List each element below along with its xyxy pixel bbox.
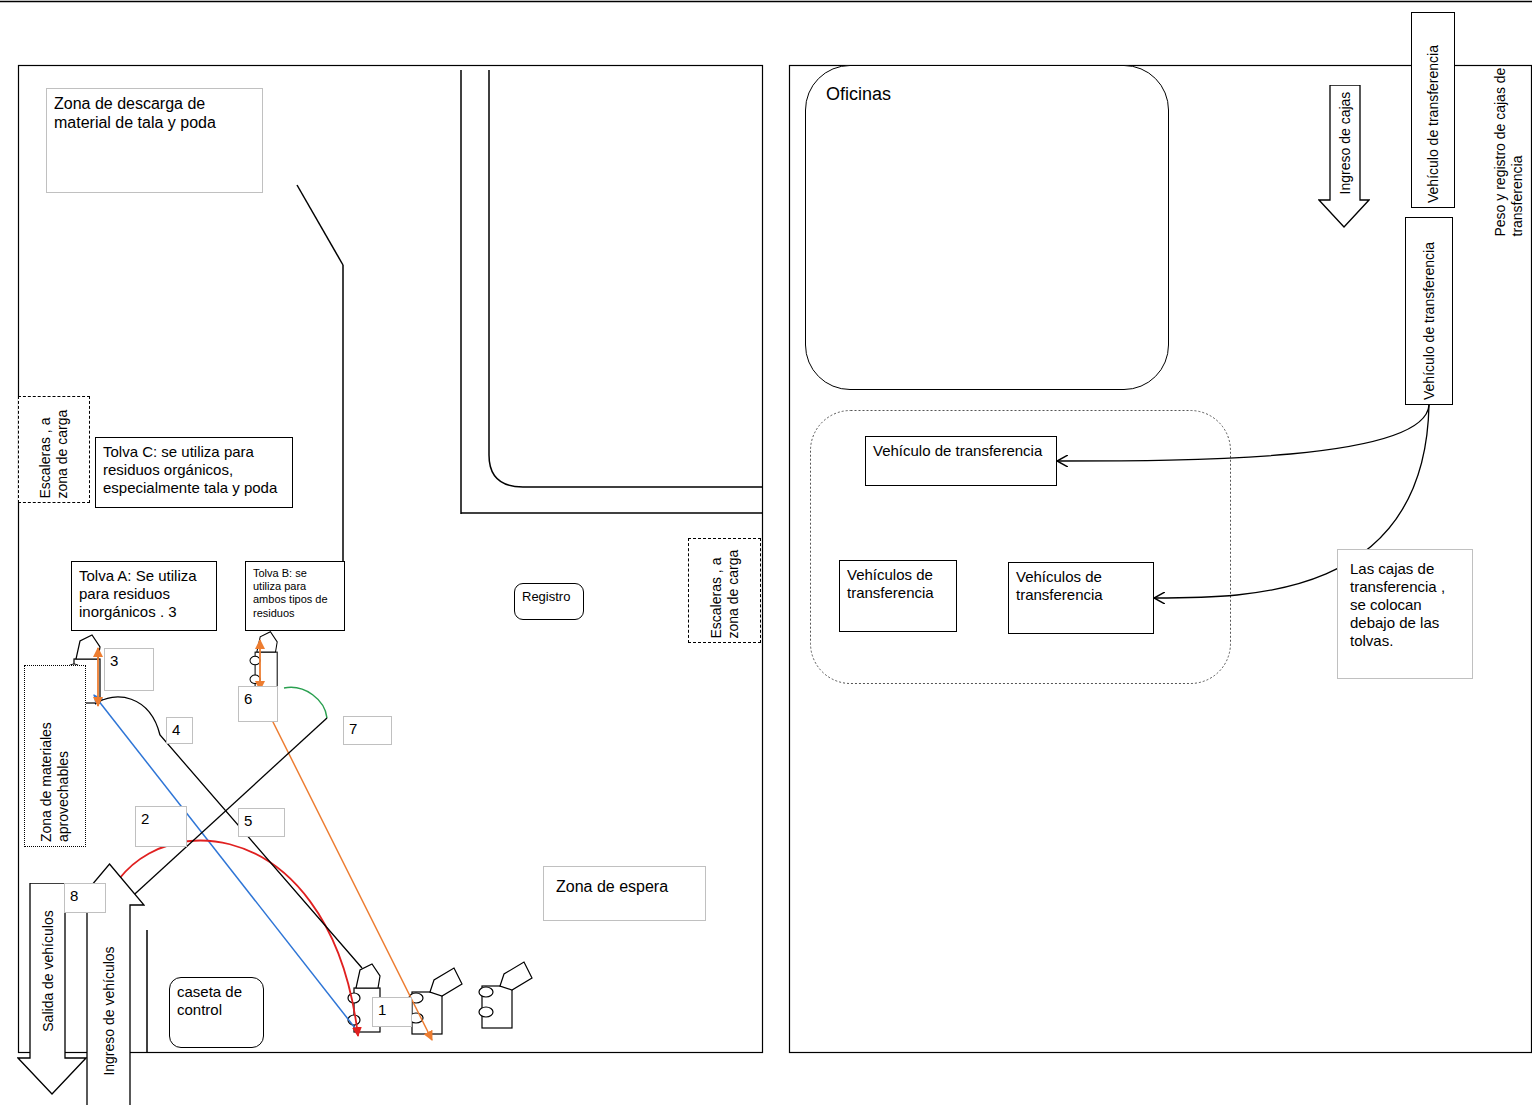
office-block: Oficinas: [805, 65, 1169, 390]
control-booth: caseta de control: [169, 977, 264, 1048]
node-text: Ingreso de cajas: [1337, 89, 1354, 196]
node-text: Zona de espera: [556, 877, 693, 896]
node-text: caseta de control: [177, 983, 256, 1019]
node-text: 5: [244, 812, 279, 830]
node-text: 3: [110, 652, 148, 670]
callout-number: 4: [166, 717, 193, 744]
vehicle-box: Vehículos de transferencia: [1008, 562, 1154, 634]
stairs-box: Escaleras , a zona de carga: [18, 396, 90, 503]
hopper-box: Tolva A: Se utiliza para residuos inorgá…: [71, 561, 217, 631]
node-text: Vehículos de transferencia: [1016, 568, 1146, 604]
node-text: 1: [378, 1001, 406, 1019]
hopper-box: Tolva B: se utiliza para ambos tipos de …: [245, 561, 345, 631]
arrow-outline: [18, 883, 86, 1094]
node-text: Vehículo de transferencia: [1421, 222, 1438, 400]
callout-number: 3: [104, 648, 154, 691]
callout-number: 8: [64, 883, 106, 913]
stairs-box: Escaleras , a zona de carga: [688, 538, 761, 643]
node-text: Ingreso de vehículos: [100, 927, 117, 1094]
area-box: Zona de espera: [543, 866, 706, 921]
registry-box: Registro: [514, 583, 584, 620]
connector-arrow: [1057, 405, 1429, 461]
node-text: 7: [349, 720, 386, 738]
entry-arrow: Ingreso de cajas: [1318, 85, 1370, 228]
side-label-holder: Peso y registro de cajas de transferenci…: [1489, 14, 1529, 244]
callout-number: 2: [135, 806, 187, 847]
arrow-outline: [1319, 85, 1369, 227]
node-text: Tolva B: se utiliza para ambos tipos de …: [253, 567, 337, 620]
arrow-outline: [75, 864, 144, 1105]
node-text: 2: [141, 810, 181, 828]
node-text: Tolva C: se utiliza para residuos orgáni…: [103, 443, 285, 497]
vehicle-box: Vehículo de transferencia: [865, 436, 1057, 486]
callout-number: 5: [238, 808, 285, 837]
node-text: Registro: [522, 589, 576, 605]
note-box: Las cajas de transferencia , se colocan …: [1337, 549, 1473, 679]
node-text: Escaleras , a zona de carga: [37, 401, 71, 498]
area-box: Zona de materiales aprovechables: [24, 665, 86, 847]
node-text: Tolva A: Se utiliza para residuos inorgá…: [79, 567, 209, 621]
node-text: 6: [244, 690, 272, 708]
node-text: Oficinas: [826, 84, 1148, 106]
node-text: Escaleras , a zona de carga: [708, 543, 742, 638]
node-text: 4: [172, 721, 187, 739]
callout-number: 7: [343, 716, 392, 745]
hopper-box: Tolva C: se utiliza para residuos orgáni…: [95, 437, 293, 508]
node-text: Las cajas de transferencia , se colocan …: [1350, 560, 1460, 650]
side-label: Peso y registro de cajas de transferenci…: [1492, 22, 1526, 237]
node-text: Vehículo de transferencia: [1425, 17, 1442, 203]
node-text: Vehículo de transferencia: [873, 442, 1049, 460]
vehicle-box: Vehículo de transferencia: [1405, 217, 1453, 405]
vehicle-box: Vehículos de transferencia: [839, 560, 957, 632]
callout-number: 6: [238, 686, 278, 722]
node-text: 8: [70, 887, 100, 905]
exit-arrow: Salida de vehículos: [17, 883, 87, 1095]
callout-number: 1: [372, 997, 412, 1027]
node-text: Vehículos de transferencia: [847, 566, 949, 602]
node-text: Zona de descarga de material de tala y p…: [54, 94, 255, 132]
node-text: Zona de materiales aprovechables: [38, 670, 72, 842]
vehicle-box: Vehículo de transferencia: [1411, 12, 1455, 208]
area-box: Zona de descarga de material de tala y p…: [46, 88, 263, 193]
node-text: Salida de vehículos: [39, 887, 56, 1054]
